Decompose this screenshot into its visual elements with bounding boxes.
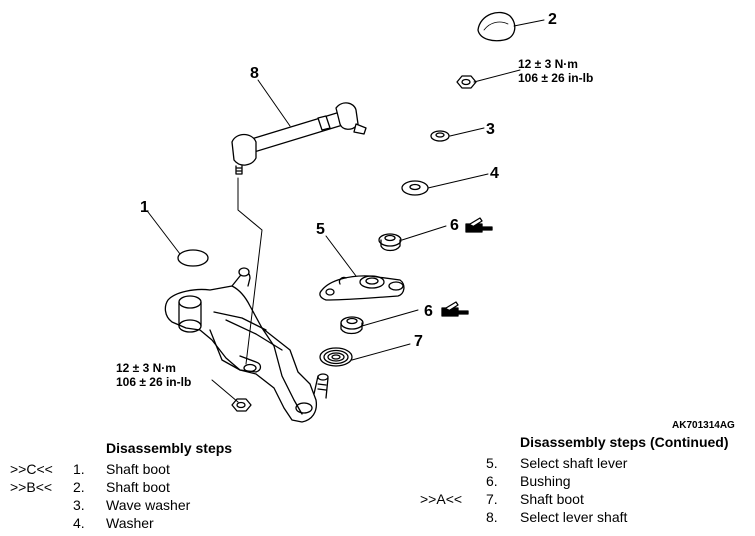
leader-1 xyxy=(147,211,181,255)
disassembly-steps-left: Disassembly steps >>C<< 1. Shaft boot >>… xyxy=(10,440,310,532)
torque-upper-imperial: 106 ± 26 in-lb xyxy=(518,71,593,85)
step-number: 1. xyxy=(73,461,85,477)
lower-nut xyxy=(231,398,252,412)
callout-5: 5 xyxy=(316,221,325,238)
callout-6-upper: 6 xyxy=(450,217,459,234)
step-part-name: Shaft boot xyxy=(520,491,584,507)
step-number: 8. xyxy=(486,509,498,525)
step-row: 5. Select shaft lever xyxy=(420,454,750,472)
step-part-name: Shaft boot xyxy=(106,461,170,477)
step-row: >>B<< 2. Shaft boot xyxy=(10,478,310,496)
step-row: >>A<< 7. Shaft boot xyxy=(420,490,750,508)
part-8-select-lever-shaft xyxy=(231,102,367,175)
part-6-bushing-upper xyxy=(378,233,402,252)
step-number: 7. xyxy=(486,491,498,507)
leader-2 xyxy=(513,19,545,27)
leader-upper-torque xyxy=(473,69,521,83)
callout-3: 3 xyxy=(486,121,495,138)
step-row: 8. Select lever shaft xyxy=(420,508,750,526)
leader-6-upper xyxy=(401,225,447,241)
exploded-parts-diagram: 2 3 4 6 5 6 7 8 1 12 ± 3 N·m 106 ± 26 in… xyxy=(116,11,593,423)
leader-lower-torque xyxy=(211,379,239,403)
step-number: 3. xyxy=(73,497,85,513)
callout-8: 8 xyxy=(250,65,259,82)
torque-lower-metric: 12 ± 3 N·m xyxy=(116,361,176,375)
disassembly-steps-right: Disassembly steps (Continued) 5. Select … xyxy=(420,434,750,526)
step-part-name: Bushing xyxy=(520,473,571,489)
step-number: 5. xyxy=(486,455,498,471)
steps-heading: Disassembly steps xyxy=(106,440,233,456)
step-reference-mark: >>C<< xyxy=(10,461,53,477)
part-1-shaft-boot xyxy=(177,249,209,267)
leader-8 xyxy=(257,79,291,127)
step-part-name: Select lever shaft xyxy=(520,509,628,525)
step-reference-mark: >>B<< xyxy=(10,479,53,495)
torque-upper-metric: 12 ± 3 N·m xyxy=(518,57,578,71)
part-3-wave-washer xyxy=(430,130,450,142)
step-part-name: Shaft boot xyxy=(106,479,170,495)
step-number: 6. xyxy=(486,473,498,489)
part-5-select-shaft-lever xyxy=(319,275,405,301)
torque-lower-imperial: 106 ± 26 in-lb xyxy=(116,375,191,389)
step-number: 2. xyxy=(73,479,85,495)
grease-gun-icon xyxy=(441,301,469,317)
part-4-washer xyxy=(401,180,429,196)
steps-heading: Disassembly steps (Continued) xyxy=(520,434,729,450)
step-part-name: Select shaft lever xyxy=(520,455,628,471)
leader-7 xyxy=(351,343,411,361)
step-row: >>C<< 1. Shaft boot xyxy=(10,460,310,478)
step-row: 6. Bushing xyxy=(420,472,750,490)
step-reference-mark: >>A<< xyxy=(420,491,463,507)
grease-gun-icon xyxy=(465,217,493,233)
leader-5 xyxy=(325,235,357,277)
figure-id: AK701314AG xyxy=(672,420,735,431)
step-part-name: Washer xyxy=(106,515,154,531)
callout-7: 7 xyxy=(414,333,423,350)
upper-nut xyxy=(456,75,477,89)
assembly-guide-line xyxy=(237,177,263,365)
step-row: 4. Washer xyxy=(10,514,310,532)
leader-4 xyxy=(427,173,489,189)
callout-4: 4 xyxy=(490,165,499,182)
part-7-shaft-boot xyxy=(319,347,353,367)
callout-2: 2 xyxy=(548,11,557,28)
step-number: 4. xyxy=(73,515,85,531)
part-2-shaft-boot xyxy=(477,11,516,42)
callout-6-lower: 6 xyxy=(424,303,433,320)
leader-3 xyxy=(449,127,485,137)
leader-lines xyxy=(147,19,545,403)
leader-6-lower xyxy=(361,309,419,327)
callout-1: 1 xyxy=(140,199,149,216)
step-row: 3. Wave washer xyxy=(10,496,310,514)
lever-housing-assembly xyxy=(164,267,329,423)
part-6-bushing-lower xyxy=(340,316,364,335)
step-part-name: Wave washer xyxy=(106,497,191,513)
